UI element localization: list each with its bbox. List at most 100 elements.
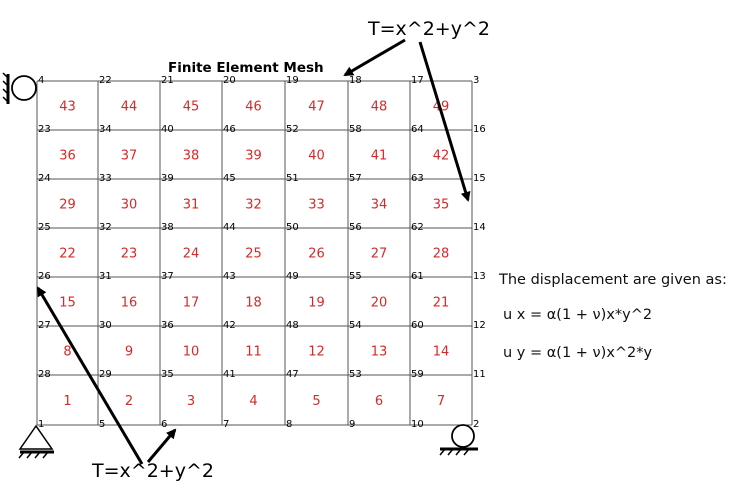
node-label: 35 (161, 369, 174, 380)
element-label: 5 (312, 394, 320, 409)
displacement-intro: The displacement are given as: (499, 272, 727, 288)
node-label: 15 (473, 173, 486, 184)
element-label: 34 (371, 198, 388, 213)
element-label: 42 (433, 149, 450, 164)
element-label: 20 (371, 296, 388, 311)
node-label: 43 (223, 271, 236, 282)
element-label: 1 (63, 394, 71, 409)
node-label: 31 (99, 271, 112, 282)
node-label: 5 (99, 419, 105, 430)
node-label: 18 (349, 75, 362, 86)
bottom-arrow-right (146, 428, 177, 463)
node-label: 58 (349, 124, 362, 135)
element-label: 19 (308, 296, 325, 311)
element-label: 13 (371, 345, 388, 360)
element-label: 21 (433, 296, 450, 311)
element-label: 27 (371, 247, 388, 262)
roller-support-icon (439, 424, 478, 456)
node-label: 59 (411, 369, 424, 380)
node-label: 44 (223, 222, 236, 233)
top-arrow-right (418, 41, 471, 202)
element-label: 40 (308, 149, 325, 164)
top-load-label: T=x^2+y^2 (368, 18, 490, 40)
element-label: 8 (63, 345, 71, 360)
node-label: 24 (38, 173, 51, 184)
mesh-title: Finite Element Mesh (168, 60, 324, 76)
element-label: 44 (121, 100, 138, 115)
node-label: 26 (38, 271, 51, 282)
node-label: 8 (286, 419, 292, 430)
displacement-uy: u y = α(1 + ν)x^2*y (503, 345, 653, 361)
node-label: 4 (38, 75, 44, 86)
element-label: 2 (125, 394, 133, 409)
node-label: 17 (411, 75, 424, 86)
node-label: 33 (99, 173, 112, 184)
node-label: 14 (473, 222, 486, 233)
node-label: 7 (223, 419, 229, 430)
element-label: 6 (375, 394, 383, 409)
node-label: 20 (223, 75, 236, 86)
node-label: 63 (411, 173, 424, 184)
node-label: 55 (349, 271, 362, 282)
node-label: 62 (411, 222, 424, 233)
node-label: 39 (161, 173, 174, 184)
node-label: 19 (286, 75, 299, 86)
element-label: 22 (59, 247, 76, 262)
node-label: 49 (286, 271, 299, 282)
element-label: 37 (121, 149, 138, 164)
node-label: 2 (473, 419, 479, 430)
element-label: 18 (245, 296, 262, 311)
node-label: 30 (99, 320, 112, 331)
node-label: 32 (99, 222, 112, 233)
node-label: 28 (38, 369, 51, 380)
pin-support-icon (18, 424, 54, 459)
bottom-load-label: T=x^2+y^2 (92, 460, 214, 482)
node-label: 23 (38, 124, 51, 135)
node-label: 21 (161, 75, 174, 86)
wall-roller-support-icon (2, 72, 37, 104)
node-label: 48 (286, 320, 299, 331)
displacement-ux: u x = α(1 + ν)x*y^2 (503, 307, 653, 323)
element-label: 35 (433, 198, 450, 213)
element-label: 28 (433, 247, 450, 262)
node-label: 38 (161, 222, 174, 233)
bottom-traction-arrows (36, 286, 177, 465)
element-label: 26 (308, 247, 325, 262)
element-label: 43 (59, 100, 76, 115)
node-label: 29 (99, 369, 112, 380)
node-label: 36 (161, 320, 174, 331)
node-label: 47 (286, 369, 299, 380)
element-label: 47 (308, 100, 325, 115)
node-label: 13 (473, 271, 486, 282)
element-label: 10 (183, 345, 200, 360)
node-label: 42 (223, 320, 236, 331)
element-label: 38 (183, 149, 200, 164)
node-label: 10 (411, 419, 424, 430)
node-label: 64 (411, 124, 424, 135)
element-label: 24 (183, 247, 200, 262)
element-label: 14 (433, 345, 450, 360)
node-label: 54 (349, 320, 362, 331)
node-label: 1 (38, 419, 44, 430)
mesh-grid (36, 80, 473, 426)
top-arrow-left (343, 38, 406, 77)
node-label: 53 (349, 369, 362, 380)
element-label: 41 (371, 149, 388, 164)
node-label: 34 (99, 124, 112, 135)
element-label: 45 (183, 100, 200, 115)
node-label: 25 (38, 222, 51, 233)
node-label: 46 (223, 124, 236, 135)
node-label: 41 (223, 369, 236, 380)
element-label: 32 (245, 198, 262, 213)
element-label: 16 (121, 296, 138, 311)
element-label: 48 (371, 100, 388, 115)
element-label: 46 (245, 100, 262, 115)
node-label: 12 (473, 320, 486, 331)
element-label: 4 (249, 394, 257, 409)
node-label: 27 (38, 320, 51, 331)
bottom-arrow-left (36, 286, 144, 465)
node-label: 22 (99, 75, 112, 86)
node-label: 6 (161, 419, 167, 430)
